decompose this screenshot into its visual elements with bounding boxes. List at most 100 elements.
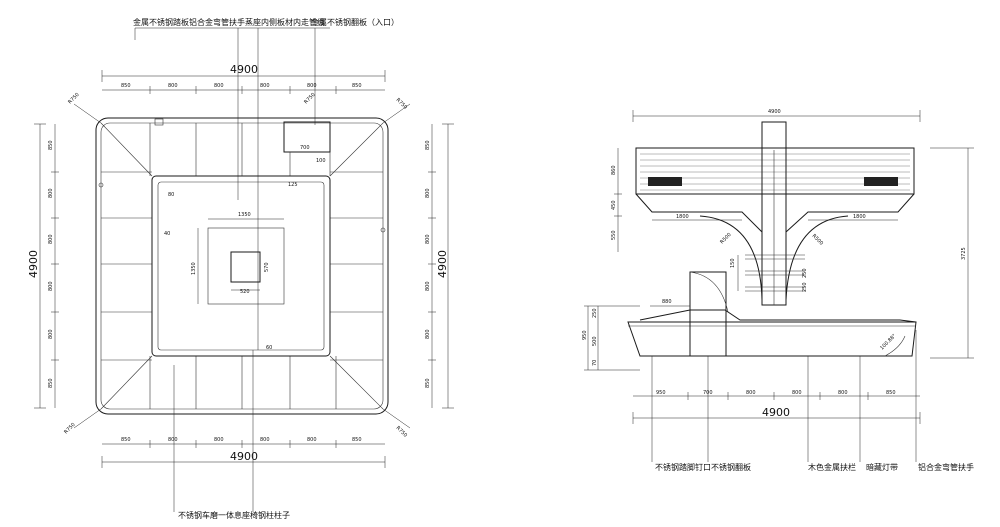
elev-neck-right — [785, 215, 849, 301]
plan-diag-tl — [100, 122, 153, 177]
plan-note-column: 钢柱柱子 — [258, 510, 290, 520]
elev-neck-left — [699, 215, 763, 301]
plan-left-dim-1: 850 — [48, 140, 54, 150]
plan-bottom-dim-6: 850 — [352, 437, 362, 443]
plan-overall-bottom: 4900 — [230, 450, 258, 463]
elev-bottom-dim-3: 800 — [746, 390, 756, 396]
plan-diag-bl — [100, 355, 153, 410]
plan-notch-100: 100 — [316, 158, 326, 164]
elev-note-4: 暗藏灯带 — [866, 462, 898, 472]
plan-center-square — [207, 227, 285, 305]
plan-top-dim-4: 800 — [260, 83, 270, 89]
plan-right-dim-1: 850 — [425, 140, 431, 150]
plan-corner-r-br: R750 — [395, 425, 408, 438]
elev-bottom-dim-4: 800 — [792, 390, 802, 396]
plan-top-dim-5: 800 — [307, 83, 317, 89]
plan-top-dim-3: 800 — [214, 83, 224, 89]
elev-r-right: R500 — [811, 233, 824, 246]
elev-seat-width: 880 — [662, 299, 672, 305]
plan-bottom-dim-1: 850 — [121, 437, 131, 443]
plan-inner-tray-lip — [157, 181, 325, 351]
elev-step-2: 250 — [802, 268, 808, 278]
elev-bench-70: 70 — [592, 360, 598, 366]
elev-canopy — [635, 147, 915, 195]
plan-right-dim-5: 800 — [425, 329, 431, 339]
elev-total-height: 3725 — [961, 247, 967, 260]
elev-sign-left — [648, 177, 682, 186]
elev-bench-950: 950 — [582, 330, 588, 340]
plan-marker-left — [98, 182, 104, 188]
plan-inner-tray — [151, 175, 331, 357]
elev-note-3: 木色金属扶栏 — [808, 462, 856, 472]
plan-column — [230, 251, 261, 283]
elevation-view: 4900 1800 1800 R500 R500 — [582, 109, 974, 472]
elev-r-left: R500 — [719, 232, 732, 245]
plan-corner-r-tr: R750 — [395, 97, 408, 110]
plan-left-dim-6: 850 — [48, 378, 54, 388]
elev-overall-bottom: 4900 — [762, 406, 790, 419]
plan-left-dim-3: 800 — [48, 234, 54, 244]
plan-corner-r-tl: R750 — [67, 92, 80, 105]
elev-fascia-height: 450 — [611, 200, 617, 210]
plan-bottom-dim-3: 800 — [214, 437, 224, 443]
elev-step-3: 250 — [802, 282, 808, 292]
plan-dim-top: 4900 850 800 800 800 800 850 — [101, 63, 386, 94]
plan-right-dim-2: 800 — [425, 188, 431, 198]
plan-square-height: 1350 — [191, 262, 197, 275]
plan-marker-top — [154, 118, 164, 126]
plan-top-dim-6: 850 — [352, 83, 362, 89]
plan-outer-boundary — [95, 117, 389, 415]
plan-dim-right: 850 800 800 800 800 850 4900 — [425, 123, 454, 409]
plan-corner-r-top: R750 — [303, 92, 316, 105]
elev-steps — [745, 254, 805, 292]
elev-door-panel — [689, 271, 727, 357]
elev-note-2: 不锈钢翻板 — [711, 462, 751, 472]
plan-diag-br — [329, 355, 384, 410]
elev-bench-top — [639, 309, 917, 323]
elev-door-swing — [689, 271, 729, 313]
elev-right-width: 1800 — [853, 214, 866, 220]
plan-diag-tr — [329, 122, 384, 177]
elev-angle-arc — [884, 335, 906, 357]
plan-top-dim-2: 800 — [168, 83, 178, 89]
plan-left-dim-4: 800 — [48, 281, 54, 291]
elev-fascia — [635, 193, 915, 233]
elev-bottom-dim-1: 950 — [656, 390, 666, 396]
plan-right-dim-6: 850 — [425, 378, 431, 388]
plan-marker-right — [380, 227, 386, 233]
plan-notch-width: 700 — [300, 145, 310, 151]
plan-inner-small: 80 — [168, 192, 174, 198]
elev-note-1: 不锈钢踏脚钉口 — [655, 462, 711, 472]
plan-top-note-entrance: 金属不锈钢翻板（入口） — [311, 17, 399, 27]
plan-dim-bottom: 850 800 800 800 800 850 4900 — [101, 437, 386, 468]
plan-top-note: 金属不锈钢踏板铝合金弯管扶手蒸座内侧板材内走管线 — [133, 17, 325, 27]
plan-bottom-dim-4: 800 — [260, 437, 270, 443]
plan-notch-125: 125 — [288, 182, 298, 188]
plan-right-dim-3: 800 — [425, 234, 431, 244]
elev-canopy-height: 860 — [611, 165, 617, 175]
plan-bottom-dim-2: 800 — [168, 437, 178, 443]
plan-column-width: 520 — [240, 289, 250, 295]
plan-note-seat: 不锈钢车磨一体息座椅 — [178, 510, 258, 520]
plan-overall-right: 4900 — [436, 250, 449, 278]
elev-bottom-dim-6: 850 — [886, 390, 896, 396]
elev-bottom-dim-5: 800 — [838, 390, 848, 396]
plan-top-dim-1: 850 — [121, 83, 131, 89]
elev-sign-right — [864, 177, 898, 186]
elev-note-5: 铝合金弯管扶手 — [918, 462, 974, 472]
plan-square-width: 1350 — [238, 212, 251, 218]
elev-bench-500: 500 — [592, 336, 598, 346]
plan-top-leader: 金属不锈钢踏板铝合金弯管扶手蒸座内侧板材内走管线 金属不锈钢翻板（入口） — [133, 17, 399, 350]
plan-right-dim-4: 800 — [425, 281, 431, 291]
plan-dim-left: 4900 850 800 800 800 800 850 — [27, 123, 59, 409]
plan-overall-left: 4900 — [27, 250, 40, 278]
elev-angle: 100.88° — [879, 333, 898, 352]
elev-bench — [627, 321, 917, 357]
plan-inner-bottom: 60 — [266, 345, 272, 351]
plan-left-dim-5: 800 — [48, 329, 54, 339]
plan-left-dim-2: 800 — [48, 188, 54, 198]
plan-entrance-notch — [283, 121, 331, 153]
elev-neck-height: 550 — [611, 230, 617, 240]
plan-bench-grid — [101, 123, 383, 409]
